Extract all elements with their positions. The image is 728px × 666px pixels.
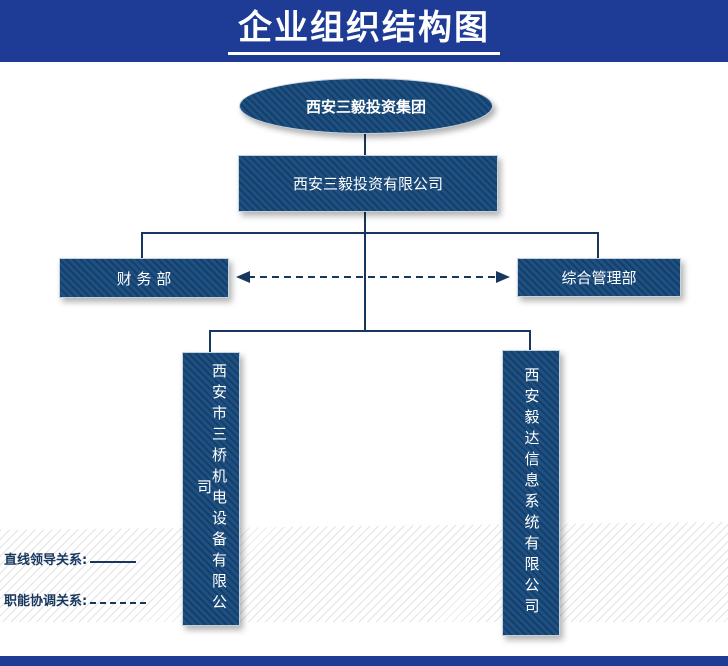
node-root-group-label: 西安三毅投资集团 bbox=[305, 97, 426, 116]
arrowhead-right-icon bbox=[496, 271, 510, 283]
connector-root-to-company bbox=[364, 132, 366, 155]
connector-drop-subsidiary-right bbox=[529, 331, 531, 350]
node-admin-dept-label: 综合管理部 bbox=[561, 269, 637, 287]
footer-strip bbox=[0, 656, 728, 666]
connector-level2-horizontal bbox=[209, 330, 531, 332]
node-subsidiary-right-label: 西安毅达信息系统有限公司 bbox=[522, 367, 541, 619]
node-subsidiary-right: 西安毅达信息系统有限公司 bbox=[502, 350, 560, 636]
dashed-line-sample bbox=[90, 602, 147, 604]
page-header: 企业组织结构图 bbox=[0, 0, 728, 62]
connector-drop-subsidiary-left bbox=[209, 331, 211, 352]
solid-line-sample bbox=[90, 561, 137, 563]
node-holding-company: 西安三毅投资有限公司 bbox=[238, 155, 498, 212]
connector-drop-finance bbox=[141, 233, 143, 258]
connector-company-down bbox=[364, 210, 366, 234]
legend-direct-leadership-label: 直线领导关系: bbox=[4, 553, 88, 568]
connector-center-down bbox=[364, 233, 366, 331]
legend-direct-leadership: 直线领导关系: bbox=[4, 549, 137, 568]
connector-level1-horizontal bbox=[141, 232, 599, 234]
node-admin-dept: 综合管理部 bbox=[517, 258, 681, 297]
legend-functional-coordination: 职能协调关系: bbox=[4, 590, 147, 609]
legend-functional-coordination-label: 职能协调关系: bbox=[4, 594, 88, 609]
node-subsidiary-left-label: 西安市三桥机电设备有限公司 bbox=[195, 363, 228, 615]
node-finance-dept: 财 务 部 bbox=[59, 258, 229, 298]
page-title: 企业组织结构图 bbox=[228, 7, 500, 55]
coordination-dashed-arrow bbox=[236, 271, 510, 283]
node-subsidiary-left: 西安市三桥机电设备有限公司 bbox=[182, 352, 240, 626]
connector-drop-admin bbox=[597, 233, 599, 258]
arrowhead-left-icon bbox=[236, 271, 250, 283]
hatch-pattern-band bbox=[0, 522, 728, 622]
node-finance-dept-label: 财 务 部 bbox=[116, 269, 172, 288]
node-holding-company-label: 西安三毅投资有限公司 bbox=[292, 175, 443, 193]
node-root-group: 西安三毅投资集团 bbox=[239, 78, 493, 134]
